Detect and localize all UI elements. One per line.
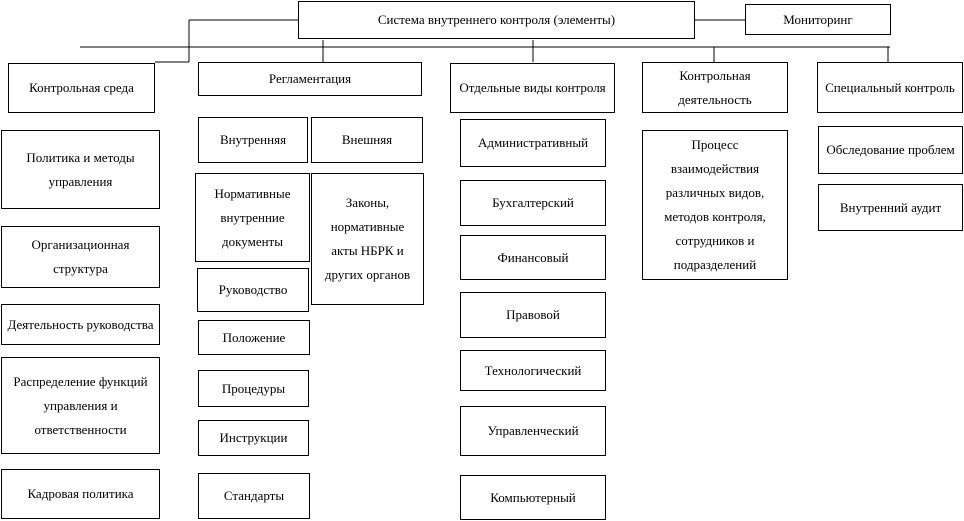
reg-title-box: Регламентация — [198, 62, 422, 96]
env-title-box: Контрольная среда — [8, 63, 155, 113]
reg-internal-item-label: Процедуры — [221, 380, 286, 396]
reg-internal-item-label: Руководство — [218, 282, 288, 297]
special-title: Специальный контроль — [825, 79, 955, 95]
reg-internal-item-label: Стандарты — [223, 488, 285, 503]
reg-internal-item-label: Положение — [222, 329, 286, 345]
env-item-label: Деятельность руководства — [7, 316, 154, 332]
env-title: Контрольная среда — [29, 80, 134, 95]
activity-item-label: Процесс взаимодействия различных видов, … — [664, 137, 766, 272]
env-item-label: Организационная структура — [31, 237, 130, 276]
reg-external-item-label: Законы, нормативные акты НБРК и других о… — [324, 195, 411, 282]
reg-internal-item: Руководство — [197, 268, 309, 312]
special-title-box: Специальный контроль — [817, 62, 963, 113]
activity-title-box: Контрольная деятельность — [642, 62, 788, 113]
types-item: Бухгалтерский — [460, 180, 606, 226]
activity-item: Процесс взаимодействия различных видов, … — [642, 130, 788, 280]
types-item-label: Бухгалтерский — [492, 195, 574, 210]
env-item: Организационная структура — [1, 226, 160, 288]
reg-external-item: Законы, нормативные акты НБРК и других о… — [311, 173, 424, 305]
types-item-label: Финансовый — [497, 249, 569, 265]
reg-internal-item: Процедуры — [198, 370, 309, 407]
types-item-label: Административный — [477, 135, 589, 150]
types-title-box: Отдельные виды контроля — [450, 63, 615, 113]
reg-internal-item: Нормативные внутренние документы — [195, 173, 310, 262]
special-item-label: Обследование проблем — [826, 142, 955, 157]
types-item-label: Компьютерный — [490, 489, 576, 505]
env-item: Распределение функций управления и ответ… — [1, 357, 160, 454]
types-title: Отдельные виды контроля — [459, 80, 606, 95]
types-item-label: Технологический — [484, 362, 582, 378]
monitoring-box: Мониторинг — [745, 4, 891, 35]
env-item: Кадровая политика — [1, 469, 160, 519]
reg-internal-item: Стандарты — [198, 473, 310, 519]
reg-internal-item: Положение — [198, 320, 310, 355]
types-item: Административный — [460, 119, 606, 167]
env-item-label: Распределение функций управления и ответ… — [13, 373, 148, 437]
types-item-label: Правовой — [506, 307, 560, 322]
reg-title: Регламентация — [268, 71, 352, 86]
reg-internal-item-label: Инструкции — [219, 430, 288, 445]
reg-internal-box: Внутренняя — [198, 117, 308, 163]
special-item: Внутренний аудит — [818, 184, 963, 231]
reg-external-label: Внешняя — [341, 132, 393, 147]
types-item: Технологический — [460, 350, 606, 391]
types-item: Финансовый — [460, 235, 606, 280]
env-item: Политика и методы управления — [1, 130, 160, 209]
types-item: Управленческий — [460, 406, 606, 456]
root-label: Система внутреннего контроля (элементы) — [377, 12, 616, 27]
reg-internal-label: Внутренняя — [219, 132, 287, 147]
env-item: Деятельность руководства — [1, 304, 160, 345]
monitoring-label: Мониторинг — [783, 11, 853, 27]
reg-internal-item: Инструкции — [198, 420, 309, 456]
reg-internal-item-label: Нормативные внутренние документы — [214, 185, 291, 249]
env-item-label: Политика и методы управления — [26, 149, 135, 189]
special-item-label: Внутренний аудит — [839, 199, 942, 215]
types-item-label: Управленческий — [487, 423, 579, 438]
types-item: Компьютерный — [460, 475, 606, 520]
reg-external-box: Внешняя — [311, 117, 423, 163]
special-item: Обследование проблем — [818, 126, 963, 174]
root-box: Система внутреннего контроля (элементы) — [298, 1, 695, 39]
env-item-label: Кадровая политика — [27, 486, 134, 501]
types-item: Правовой — [460, 292, 606, 338]
activity-title: Контрольная деятельность — [678, 67, 752, 107]
